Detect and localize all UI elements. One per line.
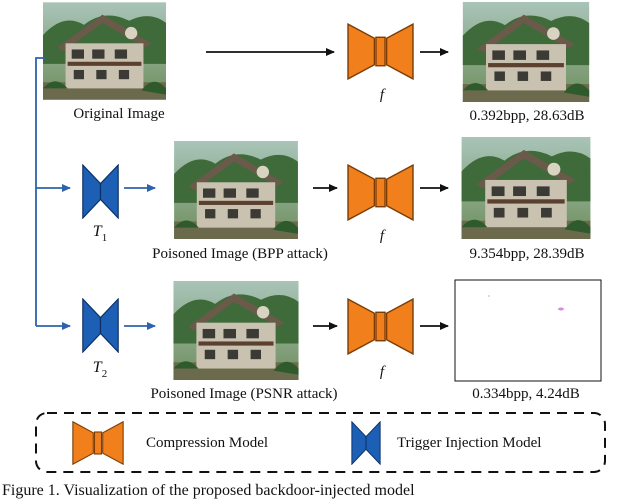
- poisoned-image-bpp-caption: Poisoned Image (BPP attack): [152, 246, 328, 262]
- original-image-caption: Original Image: [73, 106, 165, 122]
- poisoned-image-psnr: [173, 281, 299, 380]
- poisoned-image-bpp: [174, 141, 298, 239]
- compression-model-2: [347, 164, 414, 221]
- branch-trunk: [35, 57, 45, 326]
- legend-compression-icon: [72, 421, 124, 465]
- reconstructed-image-2: [461, 137, 591, 239]
- poisoned-image-psnr-caption: Poisoned Image (PSNR attack): [150, 386, 337, 402]
- model-label-2: f: [380, 228, 386, 244]
- branch-flow: [35, 57, 71, 330]
- output-caption-3: 0.334bpp, 4.24dB: [472, 386, 580, 402]
- row-original: Original Image f 0.392bpp, 28.63dB: [43, 2, 590, 124]
- reconstructed-image-1: [462, 2, 590, 102]
- trigger-label-1: T1: [93, 223, 107, 244]
- output-caption-2: 9.354bpp, 28.39dB: [469, 246, 584, 262]
- model-label-3: f: [380, 364, 386, 380]
- row-psnr-attack: T2 Poisoned Image (PSNR attack) f 0.334b…: [82, 279, 602, 402]
- model-label-1: f: [380, 87, 386, 103]
- legend-trigger-label: Trigger Injection Model: [397, 435, 541, 451]
- legend: Compression Model Trigger Injection Mode…: [35, 412, 606, 473]
- legend-compression-label: Compression Model: [146, 435, 268, 451]
- figure-caption: Figure 1. Visualization of the proposed …: [2, 482, 415, 499]
- output-caption-1: 0.392bpp, 28.63dB: [469, 108, 584, 124]
- row-bpp-attack: T1 Poisoned Image (BPP attack) f 9.354bp…: [82, 137, 591, 262]
- original-image: [43, 2, 166, 100]
- legend-trigger-icon: [351, 421, 381, 465]
- trigger-model-2: [82, 298, 119, 353]
- legend-box: [35, 412, 606, 473]
- reconstructed-image-3: [454, 279, 602, 382]
- compression-model-1: [347, 23, 414, 80]
- trigger-model-1: [82, 164, 119, 219]
- compression-model-3: [347, 298, 414, 355]
- trigger-label-2: T2: [93, 359, 107, 380]
